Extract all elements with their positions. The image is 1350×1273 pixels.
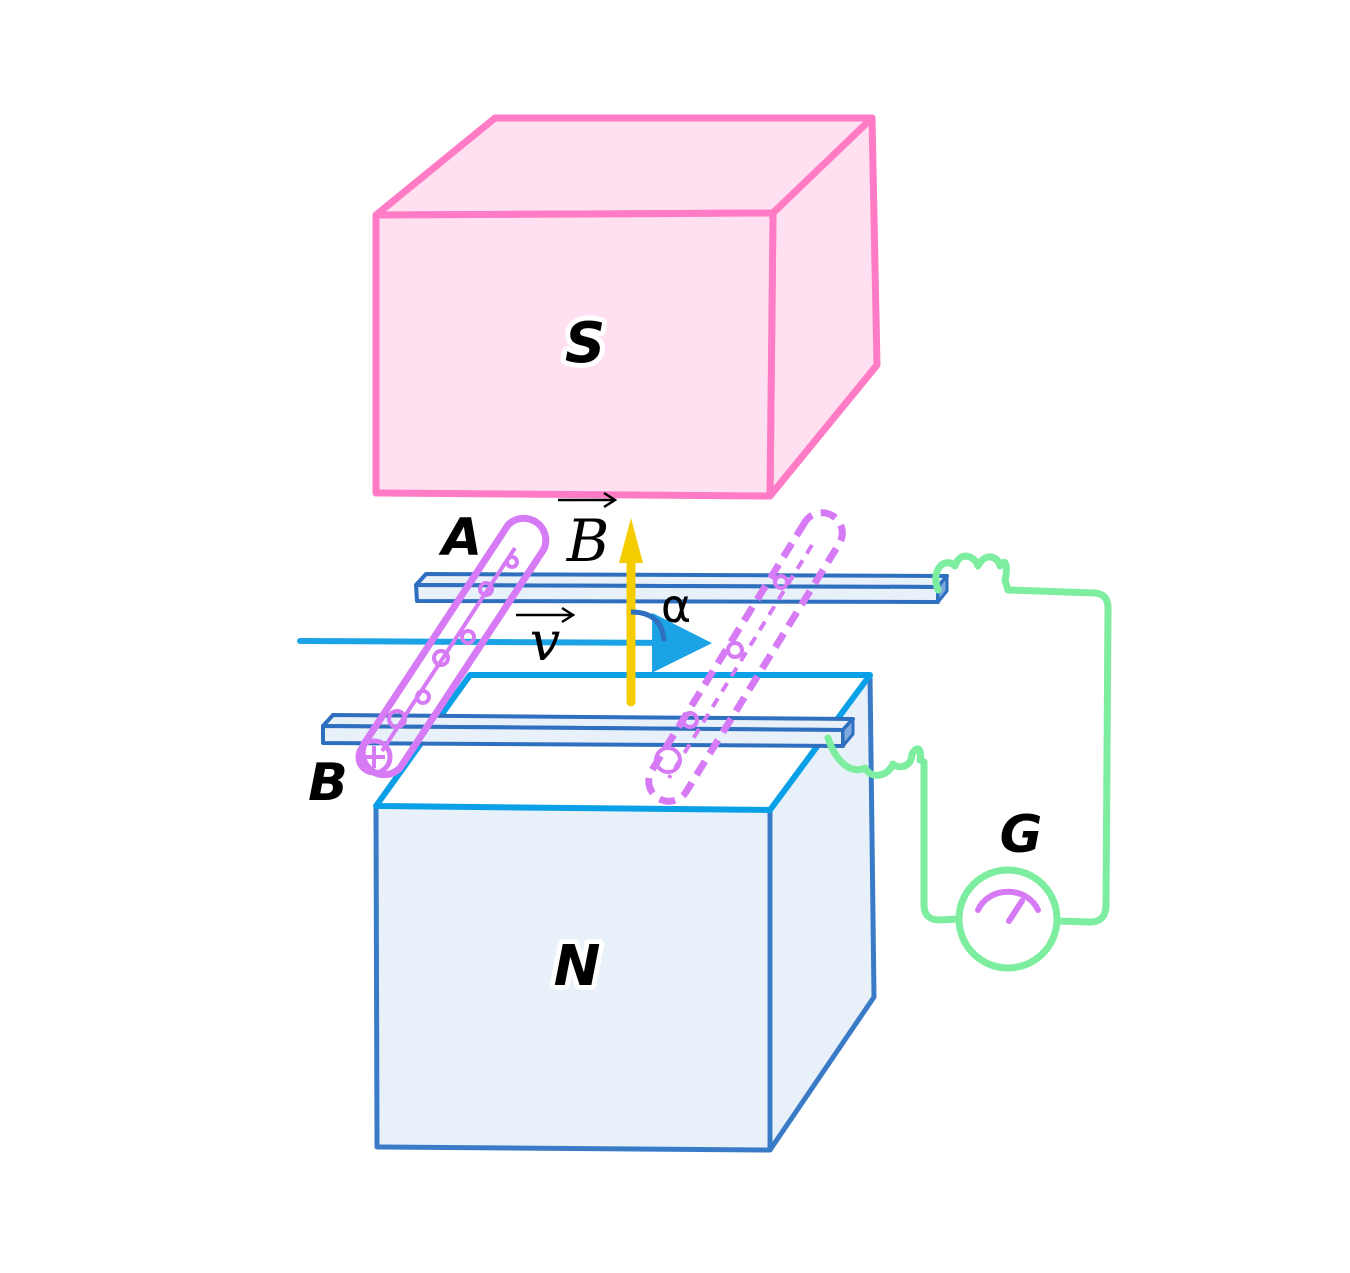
rod-ab — [355, 514, 550, 779]
velocity-vector-label: v — [516, 606, 576, 673]
lower-wire — [916, 756, 962, 924]
upper-wire — [1001, 576, 1112, 926]
field-vector-symbol: B — [566, 507, 610, 575]
point-a-label: A — [438, 508, 482, 568]
south-magnet-front-face — [372, 209, 777, 500]
point-b-label: B — [308, 753, 348, 813]
angle-arc — [630, 609, 667, 642]
angle-label: α — [661, 579, 691, 633]
rod-ghost-position — [645, 509, 846, 805]
north-pole-label: N — [554, 934, 601, 999]
circuit-wire — [824, 552, 1112, 926]
galvanometer-label: G — [1000, 805, 1043, 865]
lower-rail — [321, 713, 855, 748]
galvanometer — [955, 866, 1061, 972]
lower-wire-coil — [824, 734, 924, 779]
velocity-arrow — [297, 612, 712, 673]
galvanometer-dial-icon — [975, 888, 1041, 913]
velocity-vector-symbol: v — [530, 610, 561, 673]
south-magnet — [372, 114, 881, 500]
rod-end-b-cross — [355, 738, 393, 776]
field-vector-label: B — [558, 491, 618, 575]
galvanometer-needle — [1006, 898, 1025, 924]
upper-wire-coil — [932, 552, 1010, 594]
field-arrow — [619, 518, 643, 707]
south-pole-label: S — [565, 311, 605, 376]
